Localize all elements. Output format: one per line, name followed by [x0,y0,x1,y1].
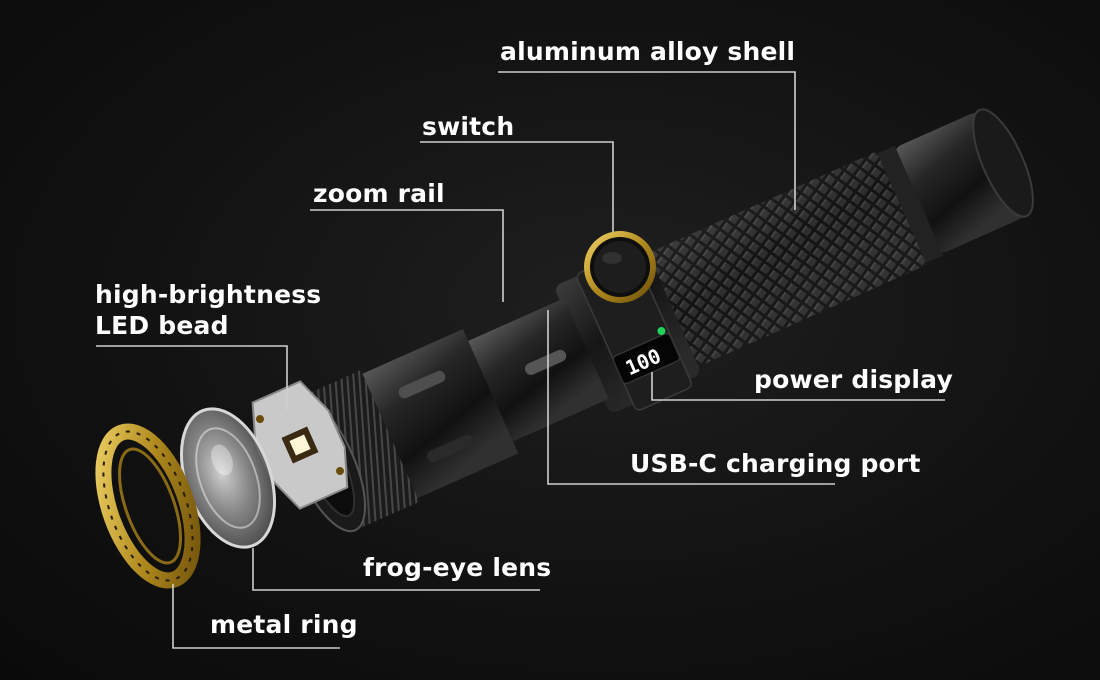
label-metal-ring: metal ring [210,610,358,639]
label-aluminum-shell: aluminum alloy shell [500,37,796,66]
switch-button-graphic [584,231,656,303]
leader-usb-port [547,310,835,485]
power-display-screen [612,326,681,385]
leader-aluminum-shell [498,71,796,210]
leader-metal-ring [172,584,340,649]
label-led-bead-line1: high-brightness [95,280,322,309]
label-power-display: power display [754,365,953,394]
leader-lens [252,548,540,591]
leader-switch [420,141,614,232]
leader-led-bead [96,345,288,410]
label-zoom-rail: zoom rail [313,179,445,208]
flashlight-body [286,108,1034,533]
leader-zoom-rail [310,209,504,302]
label-switch: switch [422,112,515,141]
led-board-graphic [251,380,349,510]
leader-lines [96,71,945,649]
metal-ring-graphic [95,423,201,589]
label-led-bead-line2: LED bead [95,311,229,340]
label-lens: frog-eye lens [363,553,552,582]
label-usb-port: USB-C charging port [630,449,921,478]
leader-power-display [651,372,945,401]
